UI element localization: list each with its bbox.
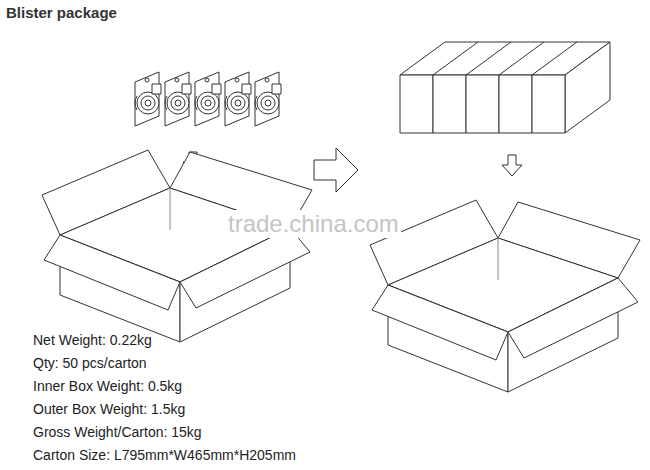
spec-line: Carton Size: L795mm*W465mm*H205mm bbox=[33, 446, 296, 464]
watermark: trade.china.com bbox=[226, 210, 401, 238]
spec-line: Gross Weight/Carton: 15kg bbox=[33, 423, 202, 441]
spec-line: Net Weight: 0.22kg bbox=[33, 331, 152, 349]
spec-line: Inner Box Weight: 0.5kg bbox=[33, 377, 182, 395]
title-text: Blister package bbox=[6, 4, 117, 22]
spec-line: Outer Box Weight: 1.5kg bbox=[33, 400, 185, 418]
spec-line: Qty: 50 pcs/carton bbox=[33, 354, 147, 372]
